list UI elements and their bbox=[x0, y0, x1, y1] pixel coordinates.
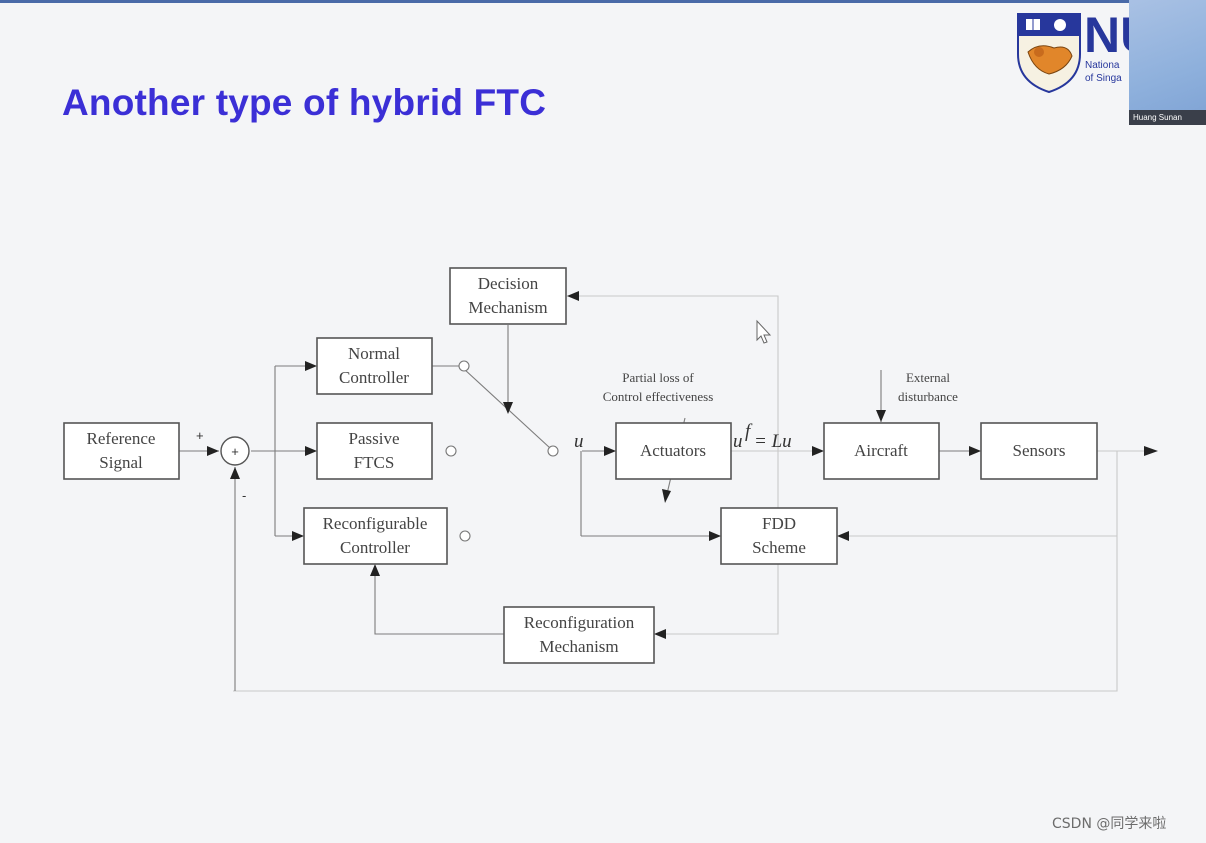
normal-controller-block: Normal Controller bbox=[316, 337, 433, 395]
reconfigurable-controller-block: Reconfigurable Controller bbox=[303, 507, 448, 565]
uf-superscript: f bbox=[745, 421, 753, 442]
watermark: CSDN @同学来啦 bbox=[1052, 816, 1167, 832]
reference-label-line2: Signal bbox=[99, 453, 143, 472]
aircraft-input-arrow bbox=[812, 446, 824, 456]
minus-sign: - bbox=[242, 488, 246, 503]
sensors-input-arrow bbox=[969, 446, 981, 456]
normal-input-arrow bbox=[305, 361, 317, 371]
switch-contact-normal bbox=[458, 360, 470, 372]
actuators-block: Actuators bbox=[615, 422, 732, 480]
passive-ftcs-block: Passive FTCS bbox=[316, 422, 433, 480]
switch-common-contact bbox=[547, 445, 559, 457]
slide-title: Another type of hybrid FTC bbox=[62, 82, 547, 123]
top-border bbox=[0, 0, 1206, 3]
decision-label-line2: Mechanism bbox=[468, 298, 547, 317]
external-disturbance-line2: disturbance bbox=[898, 389, 958, 404]
fdd-scheme-block: FDD Scheme bbox=[720, 507, 838, 565]
reference-signal-block: Reference Signal bbox=[63, 422, 180, 480]
fdd-label-line1: FDD bbox=[762, 514, 796, 533]
junction-symbol: + bbox=[231, 444, 239, 459]
reconfiguration-mechanism-block: Reconfiguration Mechanism bbox=[503, 606, 655, 664]
aircraft-block: Aircraft bbox=[823, 422, 940, 480]
decision-mechanism-block: Decision Mechanism bbox=[449, 267, 567, 325]
reconfiguration-label-line2: Mechanism bbox=[539, 637, 618, 656]
webcam-thumbnail bbox=[1129, 0, 1206, 125]
fdd-output-arrow bbox=[837, 531, 849, 541]
aircraft-label: Aircraft bbox=[854, 441, 908, 460]
uf-base: u bbox=[733, 431, 743, 452]
fdd-u-input-arrow bbox=[709, 531, 721, 541]
reconfig-ctrl-feed-arrow bbox=[370, 564, 380, 576]
reconfig-ctrl-input-arrow bbox=[292, 531, 304, 541]
decision-input-arrow bbox=[567, 291, 579, 301]
normal-label-line1: Normal bbox=[348, 344, 400, 363]
disturbance-arrow bbox=[876, 410, 886, 422]
sensors-block: Sensors bbox=[980, 422, 1098, 480]
mouse-cursor-icon bbox=[756, 319, 772, 344]
partial-loss-line1: Partial loss of bbox=[622, 370, 694, 385]
reconfiguration-to-controller-line bbox=[374, 566, 504, 635]
actuators-label: Actuators bbox=[640, 441, 706, 460]
reconfiguration-label-line1: Reconfiguration bbox=[524, 613, 635, 632]
reconfigurable-label-line2: Controller bbox=[340, 538, 410, 557]
passive-input-arrow bbox=[305, 446, 317, 456]
decision-switch-arrow bbox=[503, 402, 513, 414]
university-crest-logo bbox=[1017, 13, 1081, 94]
sum-input-arrow bbox=[207, 446, 219, 456]
reconfigurable-label-line1: Reconfigurable bbox=[323, 514, 428, 533]
output-arrow bbox=[1144, 446, 1158, 456]
effectiveness-loss-arrow bbox=[662, 489, 671, 503]
fdd-to-decision-line bbox=[567, 295, 779, 508]
feedback-arrow bbox=[230, 467, 240, 479]
switch-contact-passive bbox=[445, 445, 457, 457]
sensors-label: Sensors bbox=[1013, 441, 1066, 460]
control-signal-u: u bbox=[574, 431, 584, 452]
fdd-label-line2: Scheme bbox=[752, 538, 806, 557]
webcam-participant-name: Huang Sunan bbox=[1129, 110, 1206, 125]
faulty-control-signal-label: u f = Lu bbox=[733, 421, 792, 452]
uf-equation: = Lu bbox=[754, 431, 792, 452]
passive-label-line1: Passive bbox=[349, 429, 400, 448]
logo-subtitle-line2: of Singa bbox=[1085, 73, 1122, 84]
passive-label-line2: FTCS bbox=[354, 453, 395, 472]
reference-label-line1: Reference bbox=[87, 429, 156, 448]
summing-junction: + bbox=[220, 436, 250, 466]
fdd-to-reconfiguration-line bbox=[654, 564, 779, 635]
external-disturbance-line1: External bbox=[906, 370, 950, 385]
actuators-input-arrow bbox=[604, 446, 616, 456]
logo-subtitle-line1: Nationa bbox=[1085, 60, 1120, 71]
plus-sign: + bbox=[196, 428, 204, 443]
switch-contact-reconfigurable bbox=[459, 530, 471, 542]
normal-label-line2: Controller bbox=[339, 368, 409, 387]
reconfiguration-input-arrow bbox=[654, 629, 666, 639]
partial-loss-line2: Control effectiveness bbox=[603, 389, 714, 404]
decision-label-line1: Decision bbox=[478, 274, 539, 293]
feedback-line bbox=[233, 451, 1118, 692]
